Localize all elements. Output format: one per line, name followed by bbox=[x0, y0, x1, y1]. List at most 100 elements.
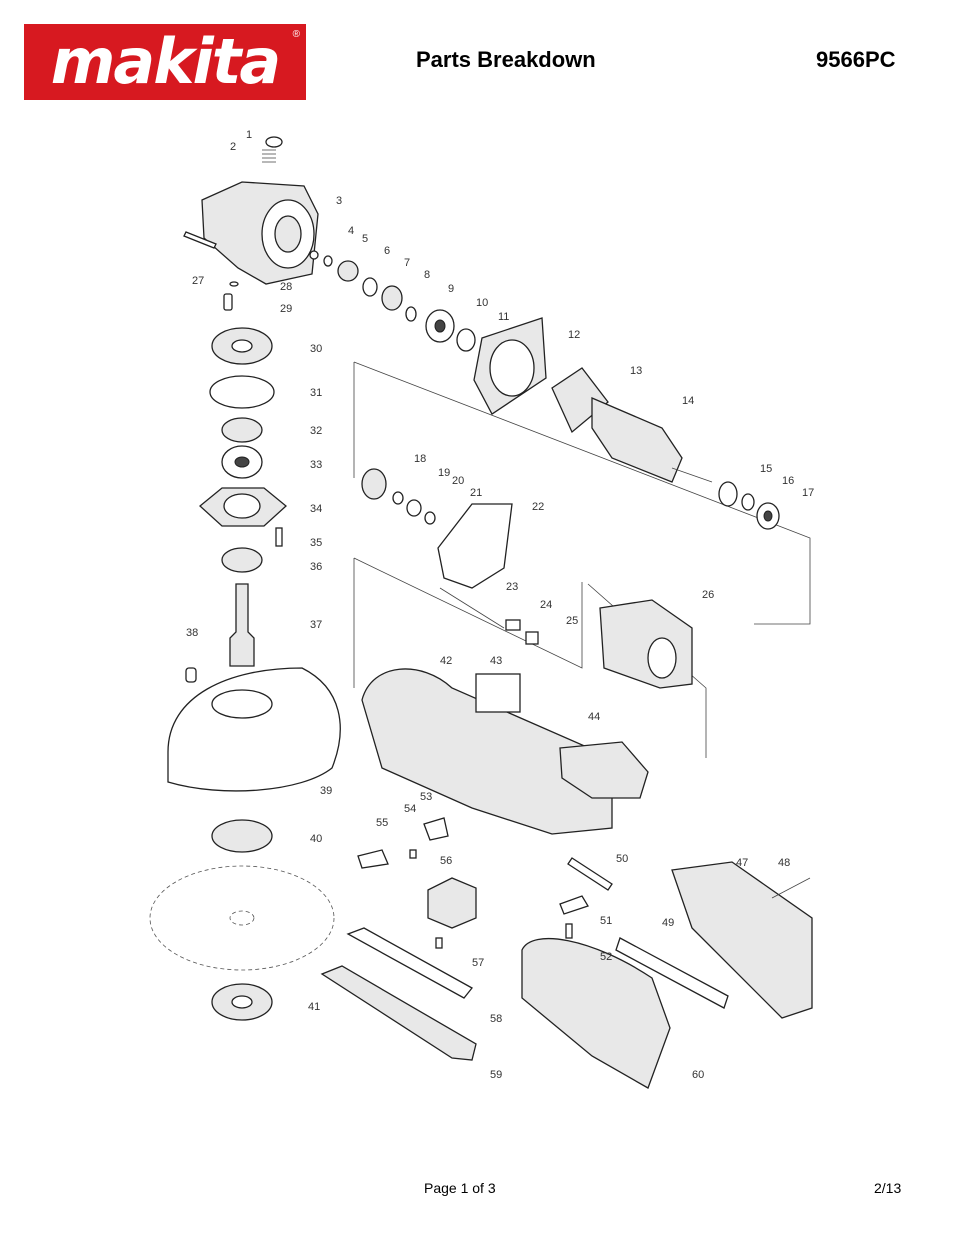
label-18: 18 bbox=[414, 453, 426, 465]
label-60: 60 bbox=[692, 1069, 704, 1081]
label-39: 39 bbox=[320, 785, 332, 797]
label-57: 57 bbox=[472, 957, 484, 969]
label-34: 34 bbox=[310, 503, 322, 515]
part-6 bbox=[337, 260, 359, 282]
label-5: 5 bbox=[362, 233, 368, 245]
part-39 bbox=[167, 667, 341, 792]
model-number: 9566PC bbox=[816, 47, 896, 72]
part-48 bbox=[771, 877, 811, 899]
label-44: 44 bbox=[588, 711, 600, 723]
label-23: 23 bbox=[506, 581, 518, 593]
label-38: 38 bbox=[186, 627, 198, 639]
part-54 bbox=[409, 849, 417, 859]
part-37 bbox=[229, 583, 255, 667]
part-56 bbox=[427, 877, 477, 929]
label-22: 22 bbox=[532, 501, 544, 513]
label-50: 50 bbox=[616, 853, 628, 865]
part-25 bbox=[525, 631, 539, 645]
label-20: 20 bbox=[452, 475, 464, 487]
label-11: 11 bbox=[498, 311, 509, 323]
label-55: 55 bbox=[376, 817, 388, 829]
part-55 bbox=[357, 849, 389, 869]
label-48: 48 bbox=[778, 857, 790, 869]
part-50 bbox=[567, 857, 613, 891]
part-60 bbox=[521, 938, 671, 1089]
part-7 bbox=[362, 277, 378, 297]
part-13 bbox=[551, 367, 609, 434]
label-17: 17 bbox=[802, 487, 814, 499]
label-15: 15 bbox=[760, 463, 772, 475]
makita-logo: makita ® bbox=[24, 24, 306, 100]
label-49: 49 bbox=[662, 917, 674, 929]
label-53: 53 bbox=[420, 791, 432, 803]
part-26 bbox=[599, 599, 693, 689]
label-26: 26 bbox=[702, 589, 714, 601]
part-42 bbox=[361, 668, 613, 835]
label-56: 56 bbox=[440, 855, 452, 867]
page-title: Parts Breakdown bbox=[416, 47, 596, 72]
label-14: 14 bbox=[682, 395, 694, 407]
part-49 bbox=[615, 937, 729, 1009]
part-44 bbox=[559, 741, 649, 799]
label-28: 28 bbox=[280, 281, 292, 293]
logo-wordmark: makita bbox=[50, 25, 281, 98]
part-29 bbox=[223, 293, 233, 311]
label-4: 4 bbox=[348, 225, 354, 237]
part-51 bbox=[559, 895, 589, 915]
part-28 bbox=[229, 281, 239, 287]
label-21: 21 bbox=[470, 487, 482, 499]
label-2: 2 bbox=[230, 141, 236, 153]
part-21 bbox=[424, 511, 436, 525]
part-24 bbox=[505, 619, 521, 631]
part-27 bbox=[183, 231, 217, 249]
part-11 bbox=[456, 328, 476, 352]
grinding-wheel bbox=[149, 865, 335, 971]
part-40 bbox=[211, 819, 273, 853]
label-6: 6 bbox=[384, 245, 390, 257]
part-1 bbox=[265, 136, 283, 148]
part-22 bbox=[437, 503, 513, 589]
part-14 bbox=[591, 397, 683, 483]
part-43 bbox=[475, 673, 521, 713]
page-number: Page 1 of 3 bbox=[424, 1180, 496, 1196]
parts bbox=[149, 136, 813, 1089]
label-19: 19 bbox=[438, 467, 450, 479]
label-7: 7 bbox=[404, 257, 410, 269]
part-53 bbox=[423, 817, 449, 841]
label-43: 43 bbox=[490, 655, 502, 667]
part-57 bbox=[435, 937, 443, 949]
label-33: 33 bbox=[310, 459, 322, 471]
revision-date: 2/13 bbox=[874, 1180, 902, 1196]
label-37: 37 bbox=[310, 619, 322, 631]
label-31: 31 bbox=[310, 387, 322, 399]
part-16 bbox=[741, 493, 755, 511]
label-35: 35 bbox=[310, 537, 322, 549]
label-42: 42 bbox=[440, 655, 452, 667]
label-8: 8 bbox=[424, 269, 430, 281]
part-52 bbox=[565, 923, 573, 939]
label-13: 13 bbox=[630, 365, 642, 377]
label-10: 10 bbox=[476, 297, 488, 309]
part-18 bbox=[361, 468, 387, 500]
part-36 bbox=[221, 547, 263, 573]
label-36: 36 bbox=[310, 561, 322, 573]
label-9: 9 bbox=[448, 283, 454, 295]
label-29: 29 bbox=[280, 303, 292, 315]
part-19 bbox=[392, 491, 404, 505]
label-51: 51 bbox=[600, 915, 612, 927]
part-59 bbox=[320, 965, 477, 1061]
label-16: 16 bbox=[782, 475, 794, 487]
label-3: 3 bbox=[336, 195, 342, 207]
part-58 bbox=[346, 927, 473, 999]
part-labels: 1 2 3 4 5 6 7 8 9 10 11 12 13 14 15 16 1… bbox=[186, 129, 814, 1081]
label-41: 41 bbox=[308, 1001, 320, 1013]
part-32 bbox=[221, 417, 263, 443]
part-9 bbox=[405, 306, 417, 322]
label-54: 54 bbox=[404, 803, 416, 815]
label-27: 27 bbox=[192, 275, 204, 287]
part-15 bbox=[718, 481, 738, 507]
label-12: 12 bbox=[568, 329, 580, 341]
parts-diagram: 1 2 3 4 5 6 7 8 9 10 11 12 13 14 15 16 1… bbox=[149, 129, 814, 1089]
label-47: 47 bbox=[736, 857, 748, 869]
part-23 bbox=[439, 587, 505, 629]
